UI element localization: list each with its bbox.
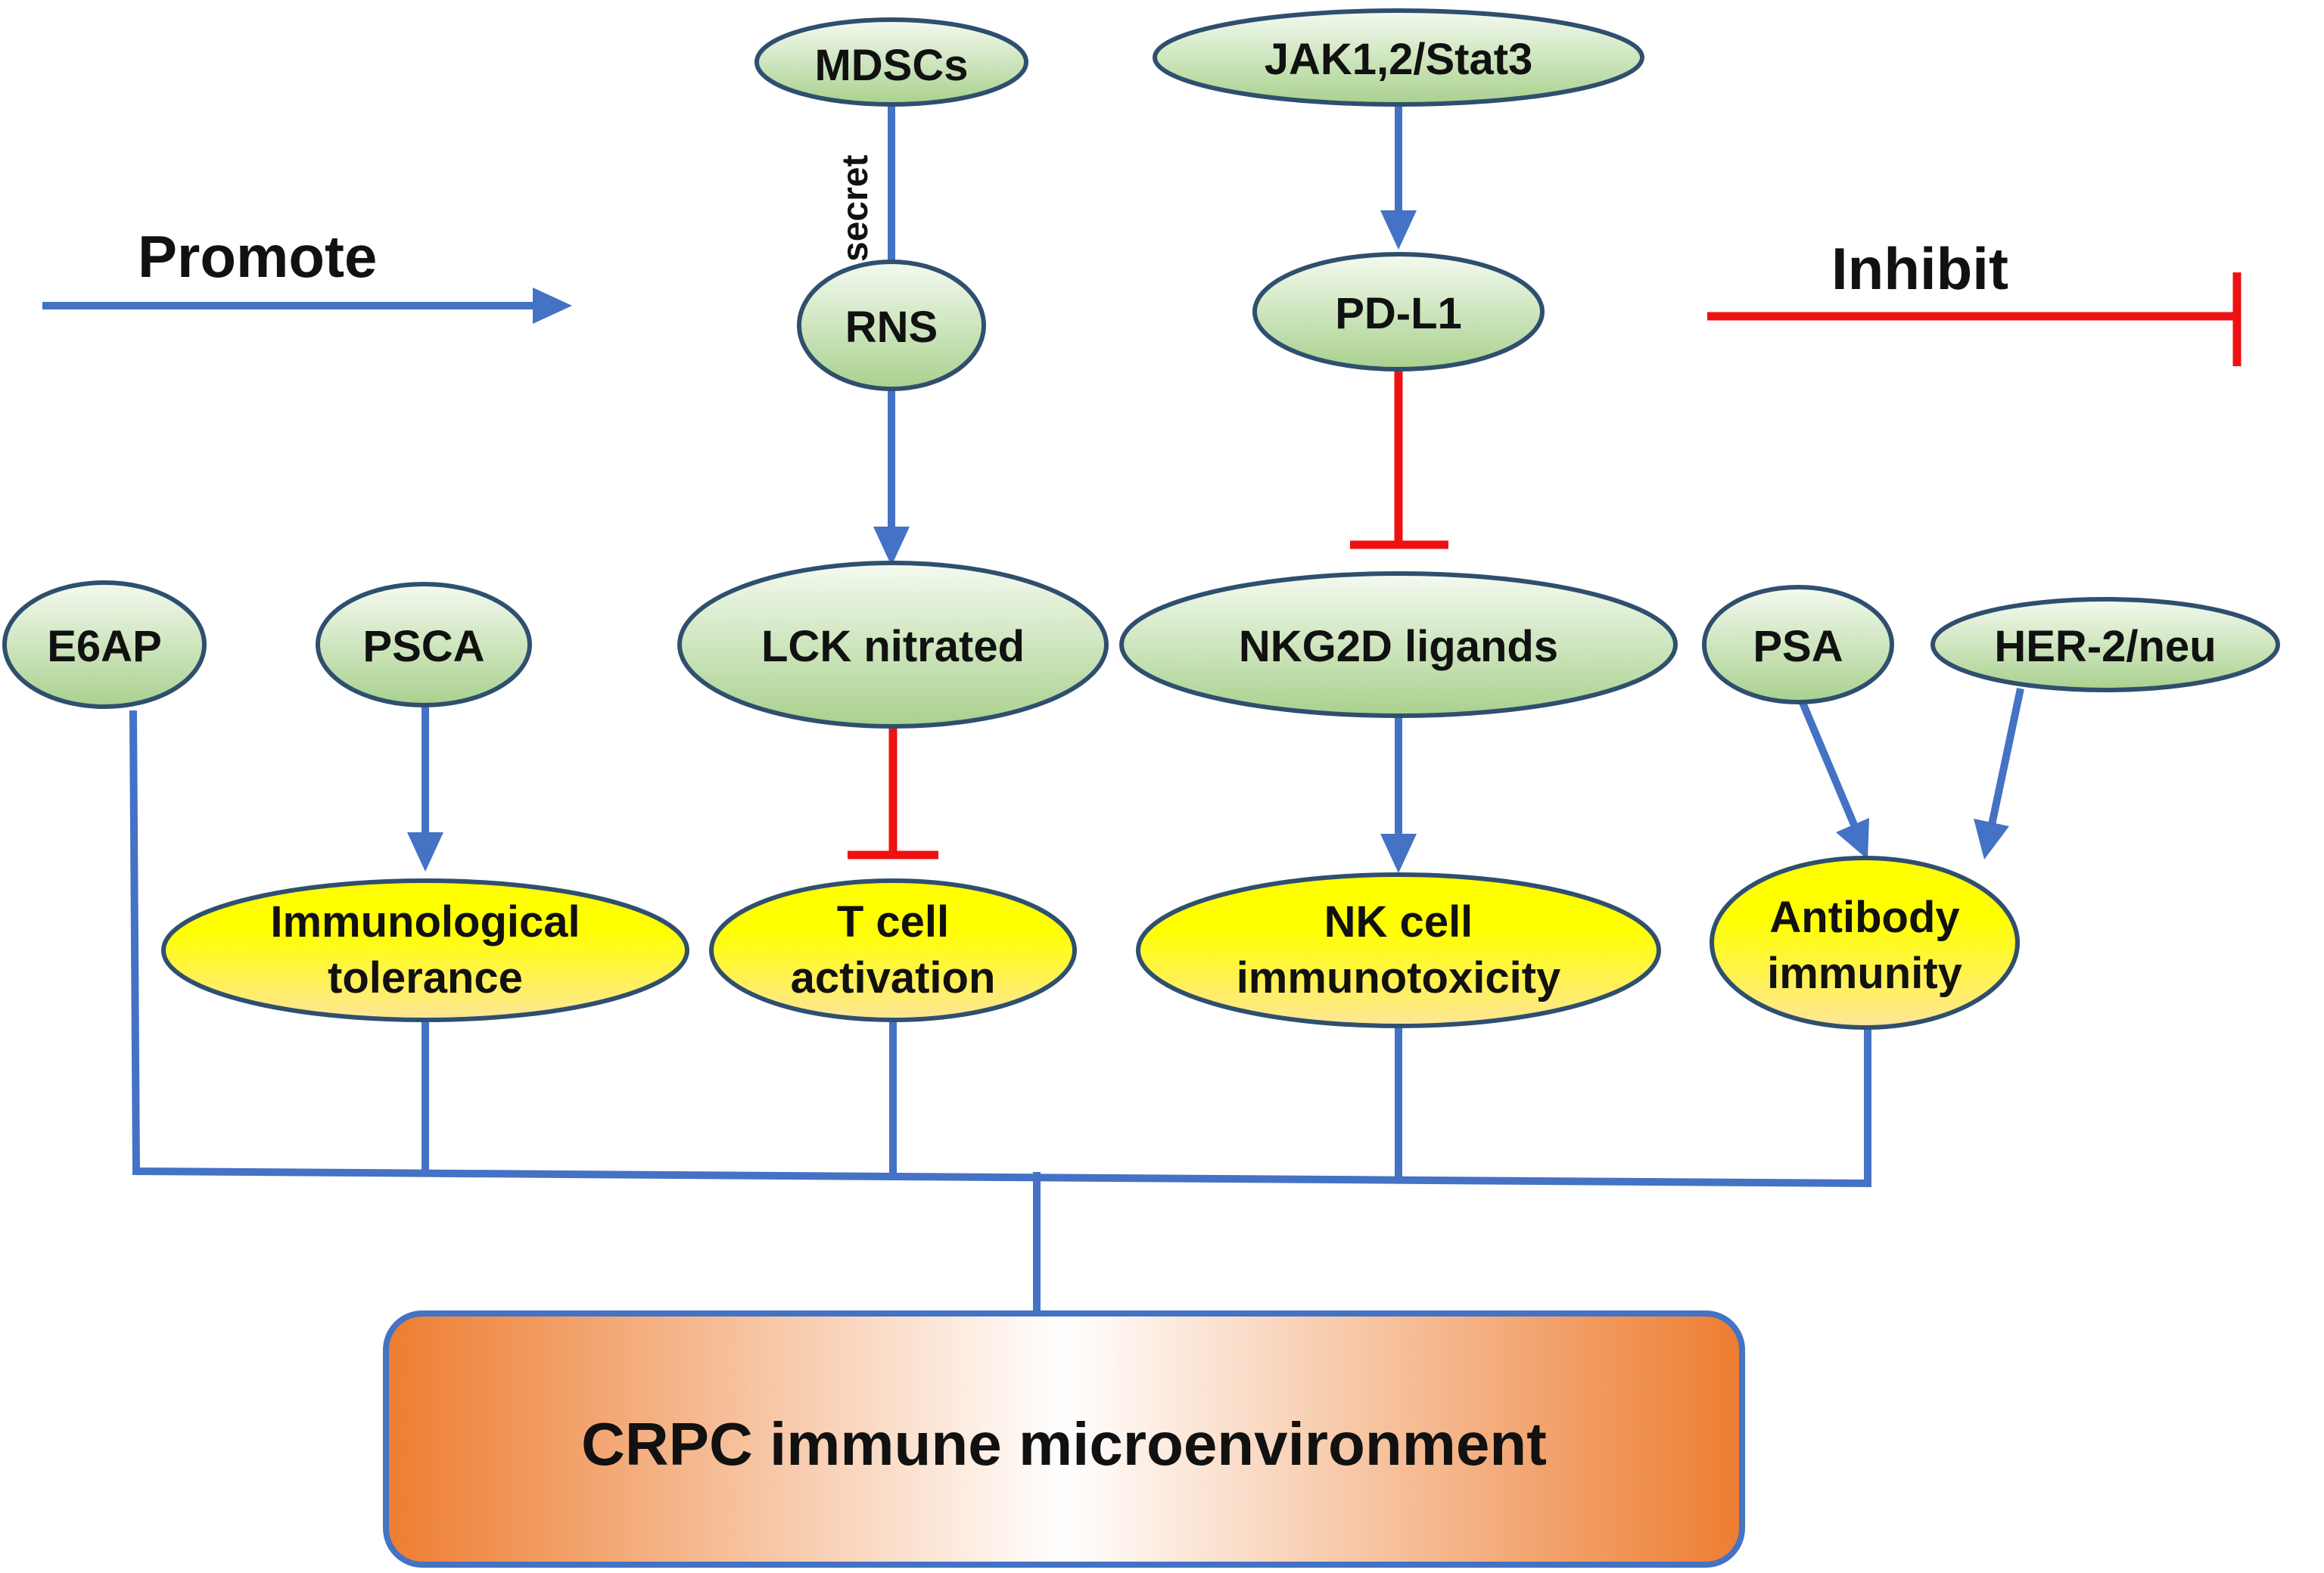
svg-text:immunity: immunity [1767,949,1962,998]
edges: secret [129,95,2024,1317]
edge-psa-antibody-arrow [1797,698,1869,860]
svg-text:PSA: PSA [1753,622,1843,671]
target-crpc-box: CRPC immune microenvironment [383,1310,1745,1568]
node-nkg2d-ligands: NKG2D ligands [1119,571,1678,718]
promote-legend-label: Promote [138,223,377,290]
node-pd-l1: PD-L1 [1252,252,1545,371]
svg-text:RNS: RNS [845,303,938,352]
svg-text:NKG2D ligands: NKG2D ligands [1239,622,1558,671]
svg-text:tolerance: tolerance [328,953,523,1003]
node-t-cell-activation: T cell activation [709,878,1077,1022]
edge-psca-tolerance-arrow [407,705,443,872]
node-lck-nitrated: LCK nitrated [677,561,1109,729]
edge-nkg2d-nkcell-arrow [1380,713,1417,873]
node-e6ap: E6AP [2,580,207,709]
edge-pdl1-nkg2d-inhibit [1350,368,1448,549]
svg-text:Immunological: Immunological [270,897,580,947]
node-mdscs: MDSCs [754,17,1028,107]
collector-lines [129,710,1871,1317]
svg-text:MDSCs: MDSCs [814,41,968,90]
svg-text:T cell: T cell [837,897,949,947]
svg-text:E6AP: E6AP [47,622,162,671]
target-label: CRPC immune microenvironment [581,1410,1547,1478]
svg-text:HER-2/neu: HER-2/neu [1994,622,2216,671]
inhibit-legend-bar [1707,272,2242,366]
svg-text:PSCA: PSCA [362,622,484,671]
edge-lck-tcell-inhibit [848,728,938,860]
svg-text:LCK nitrated: LCK nitrated [761,622,1025,671]
node-antibody-immunity: Antibody immunity [1710,856,2020,1030]
edge-jak-pdl1-arrow [1380,106,1417,250]
legend: Promote Inhibit [42,223,2242,366]
svg-text:PD-L1: PD-L1 [1335,289,1462,338]
node-psa: PSA [1702,585,1894,704]
node-jak-stat3: JAK1,2/Stat3 [1153,8,1644,107]
svg-text:NK cell: NK cell [1324,897,1473,947]
node-her2-neu: HER-2/neu [1930,597,2280,692]
svg-text:activation: activation [791,953,996,1003]
edge-rns-lck-arrow [873,390,910,566]
node-immunological-tolerance: Immunological tolerance [161,878,689,1022]
edge-her2-antibody-arrow [1974,687,2024,860]
svg-text:JAK1,2/Stat3: JAK1,2/Stat3 [1265,35,1533,84]
promote-legend-arrow [42,288,572,324]
secret-edge-label: secret [835,155,876,262]
svg-text:Antibody: Antibody [1769,893,1959,942]
inhibit-legend-label: Inhibit [1831,235,2008,302]
node-nk-cell-immunotoxicity: NK cell immunotoxicity [1136,872,1661,1028]
node-psca: PSCA [316,582,532,707]
svg-text:immunotoxicity: immunotoxicity [1237,953,1561,1003]
node-rns: RNS [797,260,986,391]
